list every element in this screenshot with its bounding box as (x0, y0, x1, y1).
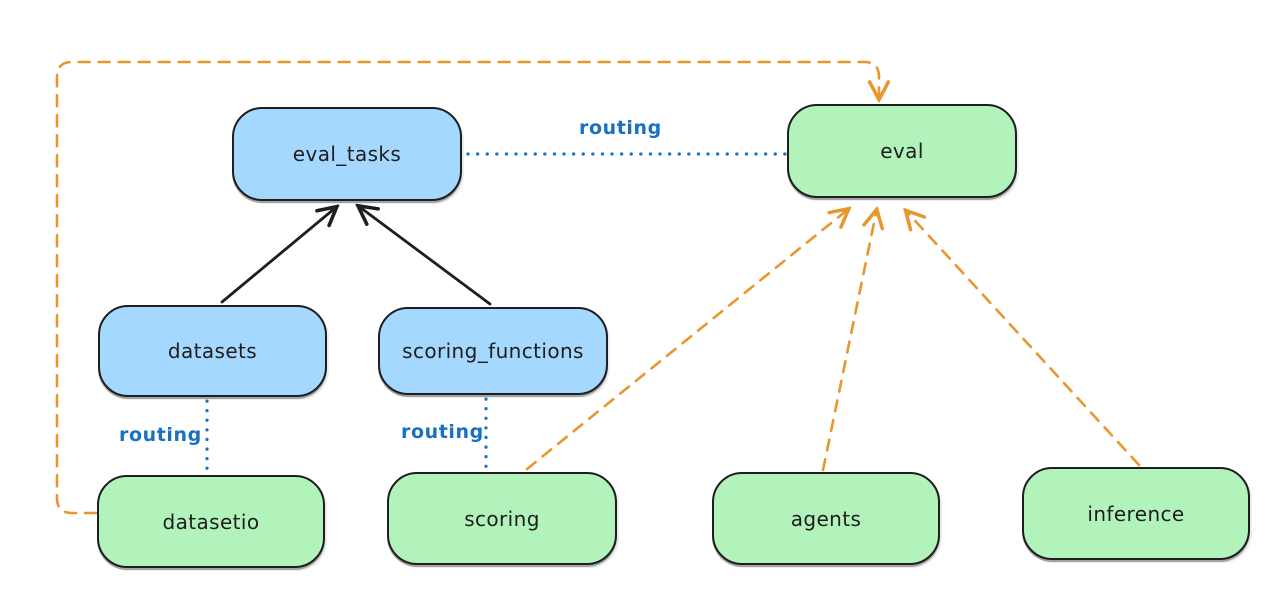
node-scoring-functions: scoring_functions (378, 307, 608, 395)
node-datasets: datasets (98, 305, 327, 397)
node-eval: eval (787, 104, 1017, 198)
edge-scoring-to-eval (525, 211, 846, 471)
node-inference: inference (1022, 467, 1250, 560)
edge-agents-to-eval (821, 213, 876, 472)
edge-datasetio-to-eval (55, 60, 879, 515)
edge-inference-to-eval (908, 213, 1141, 467)
edge-label-routing-top: routing (579, 117, 662, 139)
edge-label-routing-datasets: routing (119, 424, 202, 446)
node-agents: agents (712, 472, 940, 565)
node-datasetio: datasetio (97, 475, 325, 568)
edge-scoring-functions-to-eval-tasks (361, 208, 492, 306)
node-eval-tasks: eval_tasks (232, 107, 462, 201)
node-scoring: scoring (387, 472, 617, 565)
edge-datasets-to-eval-tasks (220, 209, 334, 304)
edge-label-routing-scoring: routing (401, 421, 484, 443)
